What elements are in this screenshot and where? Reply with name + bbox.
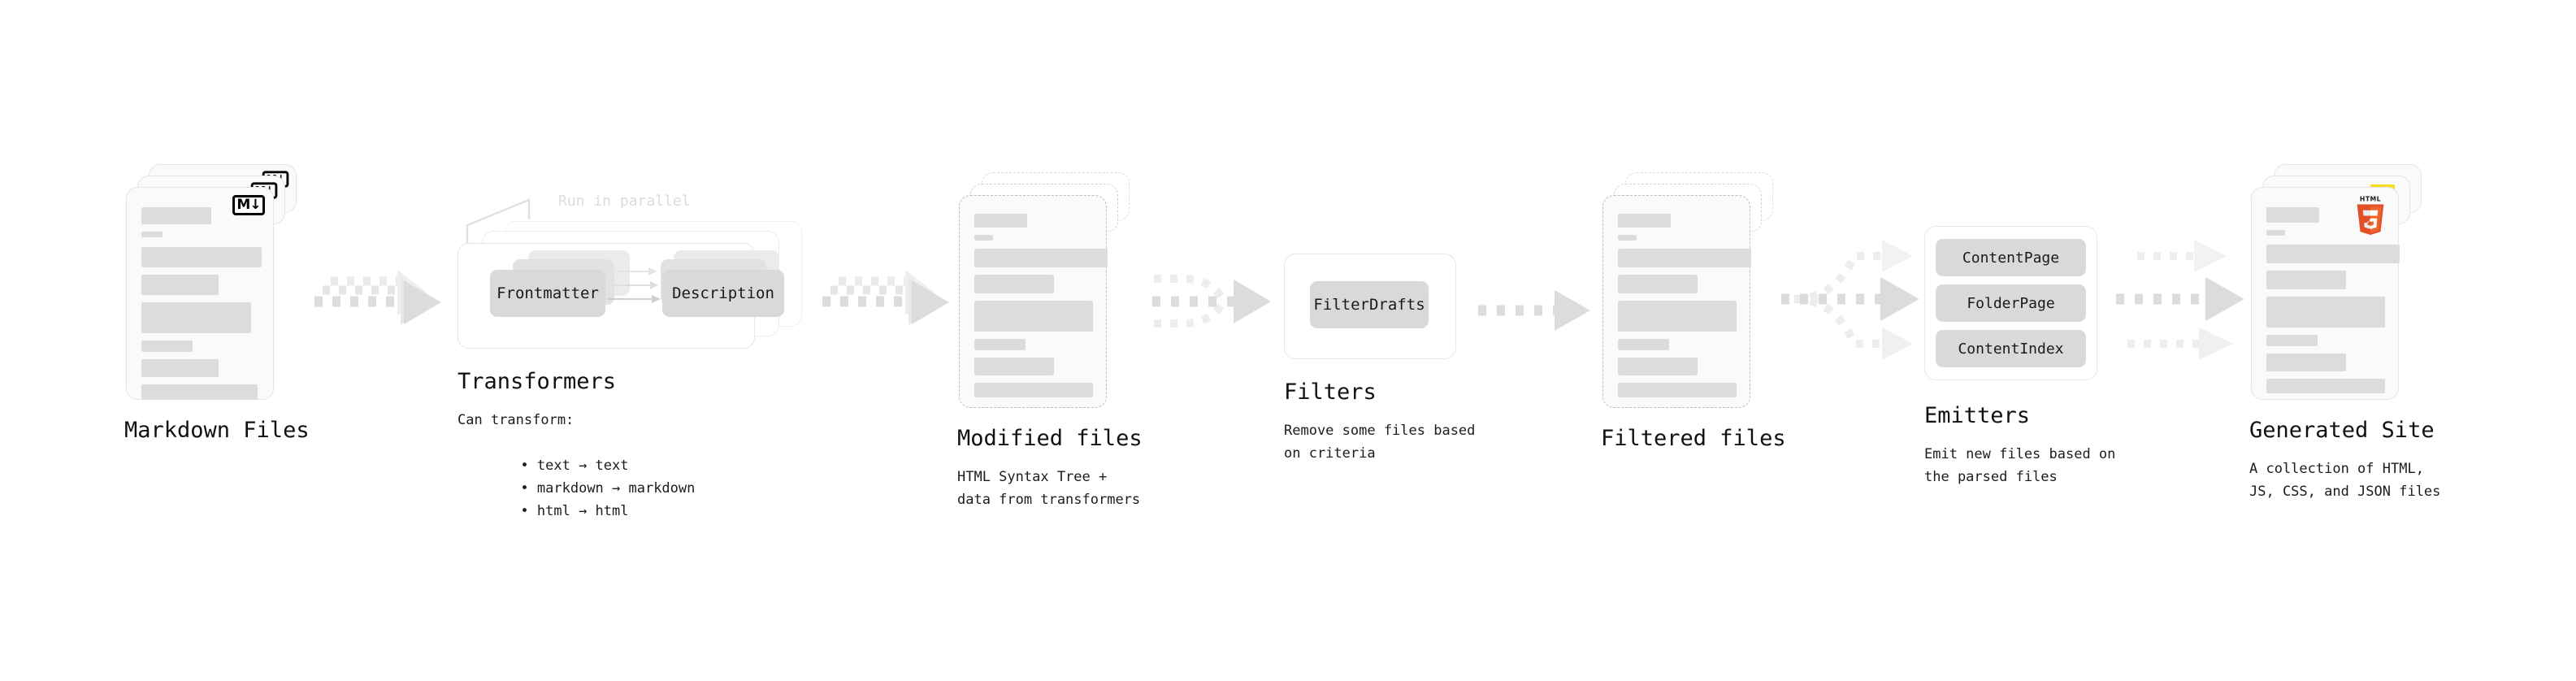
modified-file-stack [959,172,1130,408]
content-bar [1618,275,1698,293]
arrow-filtered-to-emitters [1780,230,1926,368]
transformer-bullet-1: • markdown → markdown [471,455,695,523]
transformer-chip-description[interactable]: Description [662,270,784,317]
parallel-bracket-icon [466,198,531,247]
bullet-dot: • [520,502,537,519]
stacked-arrow-icon [314,270,441,325]
bullet-text: text → text [536,457,629,474]
file-card-front [959,195,1108,408]
stage-title-filtered-files: Filtered files [1601,426,1786,451]
file-content-placeholder [1618,214,1751,405]
inner-arrow-icon [608,267,661,303]
transformer-bullet-2: • html → html [471,478,629,545]
emitter-chip-folderpage[interactable]: FolderPage [1936,284,2086,322]
stage-subtitle-emitters: Emit new files based on the parsed files [1924,446,2116,485]
stage-generated-site: css HTML [2249,164,2440,500]
split-arrow-icon [1781,240,1919,360]
stage-subtitle-filters: Remove some files based on criteria [1284,423,1476,462]
bullet-dot: • [520,479,537,497]
stage-title-emitters: Emitters [1924,403,2031,428]
content-bar [2266,207,2319,223]
content-bar [2266,271,2346,289]
content-bar [974,358,1054,375]
transformer-chip-frontmatter[interactable]: Frontmatter [490,270,605,317]
file-card-front-html: HTML [2251,187,2400,401]
stage-filtered-files: Filtered files [1601,172,1786,451]
stage-markdown-files: M↓ M↓ M↓ Markdown Files [124,164,310,443]
svg-text:HTML: HTML [2360,196,2381,203]
content-bar [974,235,993,241]
content-bar [141,232,163,237]
stage-subtitle-generated-site: A collection of HTML, JS, CSS, and JSON … [2249,461,2441,500]
content-bar [974,301,1093,332]
stage-title-generated-site: Generated Site [2249,418,2435,443]
content-bar [974,275,1054,293]
file-content-placeholder [2266,207,2400,401]
content-bar [141,384,258,400]
content-bar [1618,235,1637,241]
bullet-text: markdown → markdown [536,479,696,497]
transformer-bullet-0: • text → text [471,432,629,500]
file-card-front: M↓ [126,187,274,400]
file-content-placeholder [141,207,262,407]
content-bar [141,340,193,352]
generated-site-file-stack: css HTML [2251,164,2422,400]
content-bar [2266,297,2385,327]
content-bar [974,383,1093,397]
content-bar [141,302,251,333]
html5-icon: HTML [2357,196,2384,235]
stage-title-markdown-files: Markdown Files [124,418,310,443]
content-bar [1618,383,1737,397]
filter-chip-filterdrafts[interactable]: FilterDrafts [1310,281,1429,328]
stage-subtitle-modified-files: HTML Syntax Tree + data from transformer… [957,469,1141,508]
arrow-transformers-to-modified [821,268,967,349]
bullet-text: html → html [536,502,629,519]
triple-arrow-icon [2116,240,2244,360]
emitter-chip-contentpage[interactable]: ContentPage [1936,239,2086,276]
content-bar [2266,335,2318,346]
stage-title-modified-files: Modified files [957,426,1143,451]
content-bar [141,207,211,224]
content-bar [974,214,1027,228]
markdown-icon: M↓ [232,195,265,215]
merge-arrow-icon [1152,275,1271,327]
arrow-filters-to-filtered [1475,288,1605,337]
content-bar [1618,358,1698,375]
content-bar [141,359,219,377]
stage-title-filters: Filters [1284,380,1377,405]
content-bar [974,339,1026,350]
content-bar [1618,214,1671,228]
content-bar [1618,339,1669,350]
content-bar [1618,301,1737,332]
file-card-front [1602,195,1751,408]
content-bar [2266,354,2346,371]
arrow-modified-to-filters [1136,260,1290,349]
content-bar [2266,245,2400,263]
markdown-file-stack: M↓ M↓ M↓ [126,164,297,400]
stage-subtitle-transformers: Can transform: [458,412,575,428]
stage-modified-files: Modified files HTML Syntax Tree + data f… [957,172,1143,508]
content-bar [2266,230,2285,236]
content-bar [2266,379,2385,393]
emitter-chip-contentindex[interactable]: ContentIndex [1936,330,2086,367]
stacked-arrow-icon [822,270,949,325]
arrow-markdown-to-transformers [313,268,459,349]
run-in-parallel-label: Run in parallel [558,193,691,210]
filtered-file-stack [1602,172,1773,408]
content-bar [974,249,1108,267]
content-bar [141,275,219,295]
content-bar [141,247,262,267]
single-arrow-icon [1478,290,1590,331]
content-bar [1618,249,1751,267]
bullet-dot: • [520,457,537,474]
arrow-emitters-to-site [2113,230,2267,368]
file-content-placeholder [974,214,1108,405]
stage-title-transformers: Transformers [458,369,617,394]
